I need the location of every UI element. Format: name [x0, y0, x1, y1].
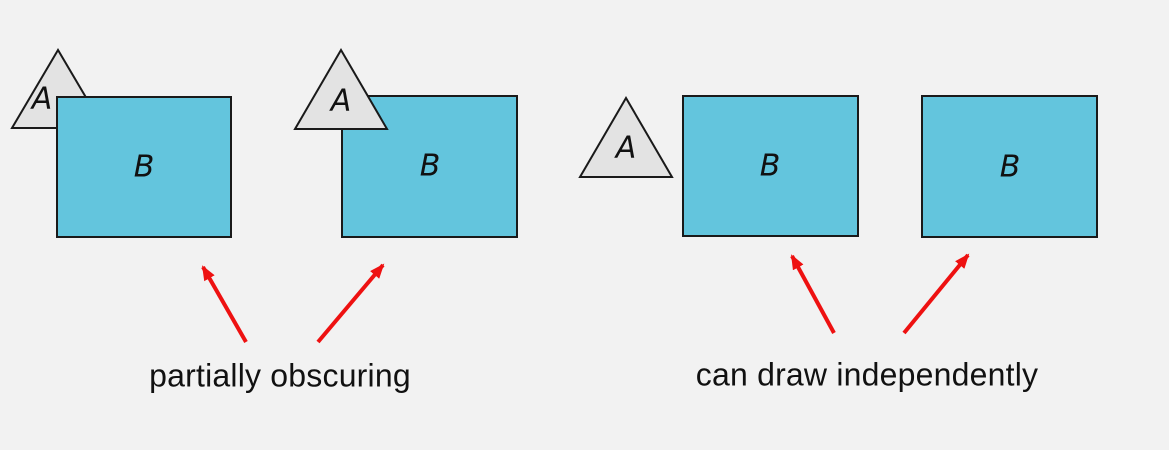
rectangle-b-4: [921, 95, 1098, 238]
group-obscuring-triangle-on-top: A B: [293, 48, 518, 238]
triangle-a-3: [578, 96, 674, 178]
triangle-a-2: [293, 48, 389, 130]
rectangle-b-3: [682, 95, 859, 237]
rectangle-b-1-label: B: [134, 150, 155, 185]
group-independent-triangle-and-rect: A B: [578, 95, 859, 237]
arrow-to-rect-3: [790, 254, 836, 334]
rectangle-b-2-label: B: [420, 149, 441, 184]
rectangle-b-1: [56, 96, 232, 238]
group-obscuring-rect-on-top: A B: [10, 48, 232, 238]
rectangle-b-3-label: B: [760, 149, 781, 184]
rectangle-b-4-label: B: [1000, 150, 1021, 185]
triangle-a-1-label: A: [30, 82, 53, 117]
caption-can-draw-independently: can draw independently: [695, 356, 1039, 393]
arrow-to-rect-4: [902, 253, 970, 335]
group-independent-rect-only: B: [921, 95, 1098, 238]
arrow-to-rect-2: [316, 263, 385, 344]
caption-partially-obscuring: partially obscuring: [149, 357, 411, 394]
triangle-a-2-label: A: [329, 84, 352, 119]
annotation-arrows: [201, 253, 970, 344]
arrow-to-rect-1: [201, 265, 248, 343]
triangle-a-3-label: A: [614, 131, 637, 166]
